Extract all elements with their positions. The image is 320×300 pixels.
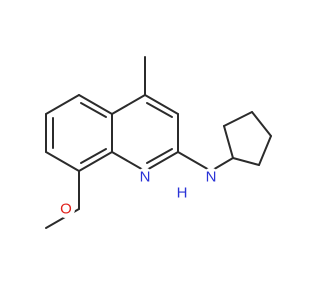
bond <box>232 157 260 166</box>
bond <box>78 94 113 115</box>
bond <box>80 102 107 118</box>
bond <box>144 151 179 172</box>
amine-hydrogen-bg <box>174 185 190 201</box>
bond <box>45 94 80 115</box>
bond <box>251 111 272 137</box>
ring-nitrogen-bg <box>136 168 154 186</box>
molecule-diagram: N N H O <box>45 56 272 229</box>
methoxy-oxygen-label: O <box>60 201 72 218</box>
bond <box>144 94 179 115</box>
bond <box>146 148 173 164</box>
methoxy-oxygen-bg <box>57 200 75 218</box>
ring-nitrogen-label: N <box>140 169 151 186</box>
bond <box>223 111 253 127</box>
amine-nitrogen-label: N <box>206 169 217 186</box>
amine-nitrogen-bg <box>202 168 220 186</box>
bond <box>223 125 234 159</box>
bond <box>146 102 173 118</box>
bond <box>111 151 146 172</box>
bond <box>111 94 146 115</box>
bond <box>258 135 272 166</box>
bond <box>78 151 113 172</box>
bond <box>177 151 212 172</box>
bond <box>80 148 107 164</box>
amine-hydrogen-label: H <box>177 185 188 202</box>
bond <box>45 151 80 172</box>
